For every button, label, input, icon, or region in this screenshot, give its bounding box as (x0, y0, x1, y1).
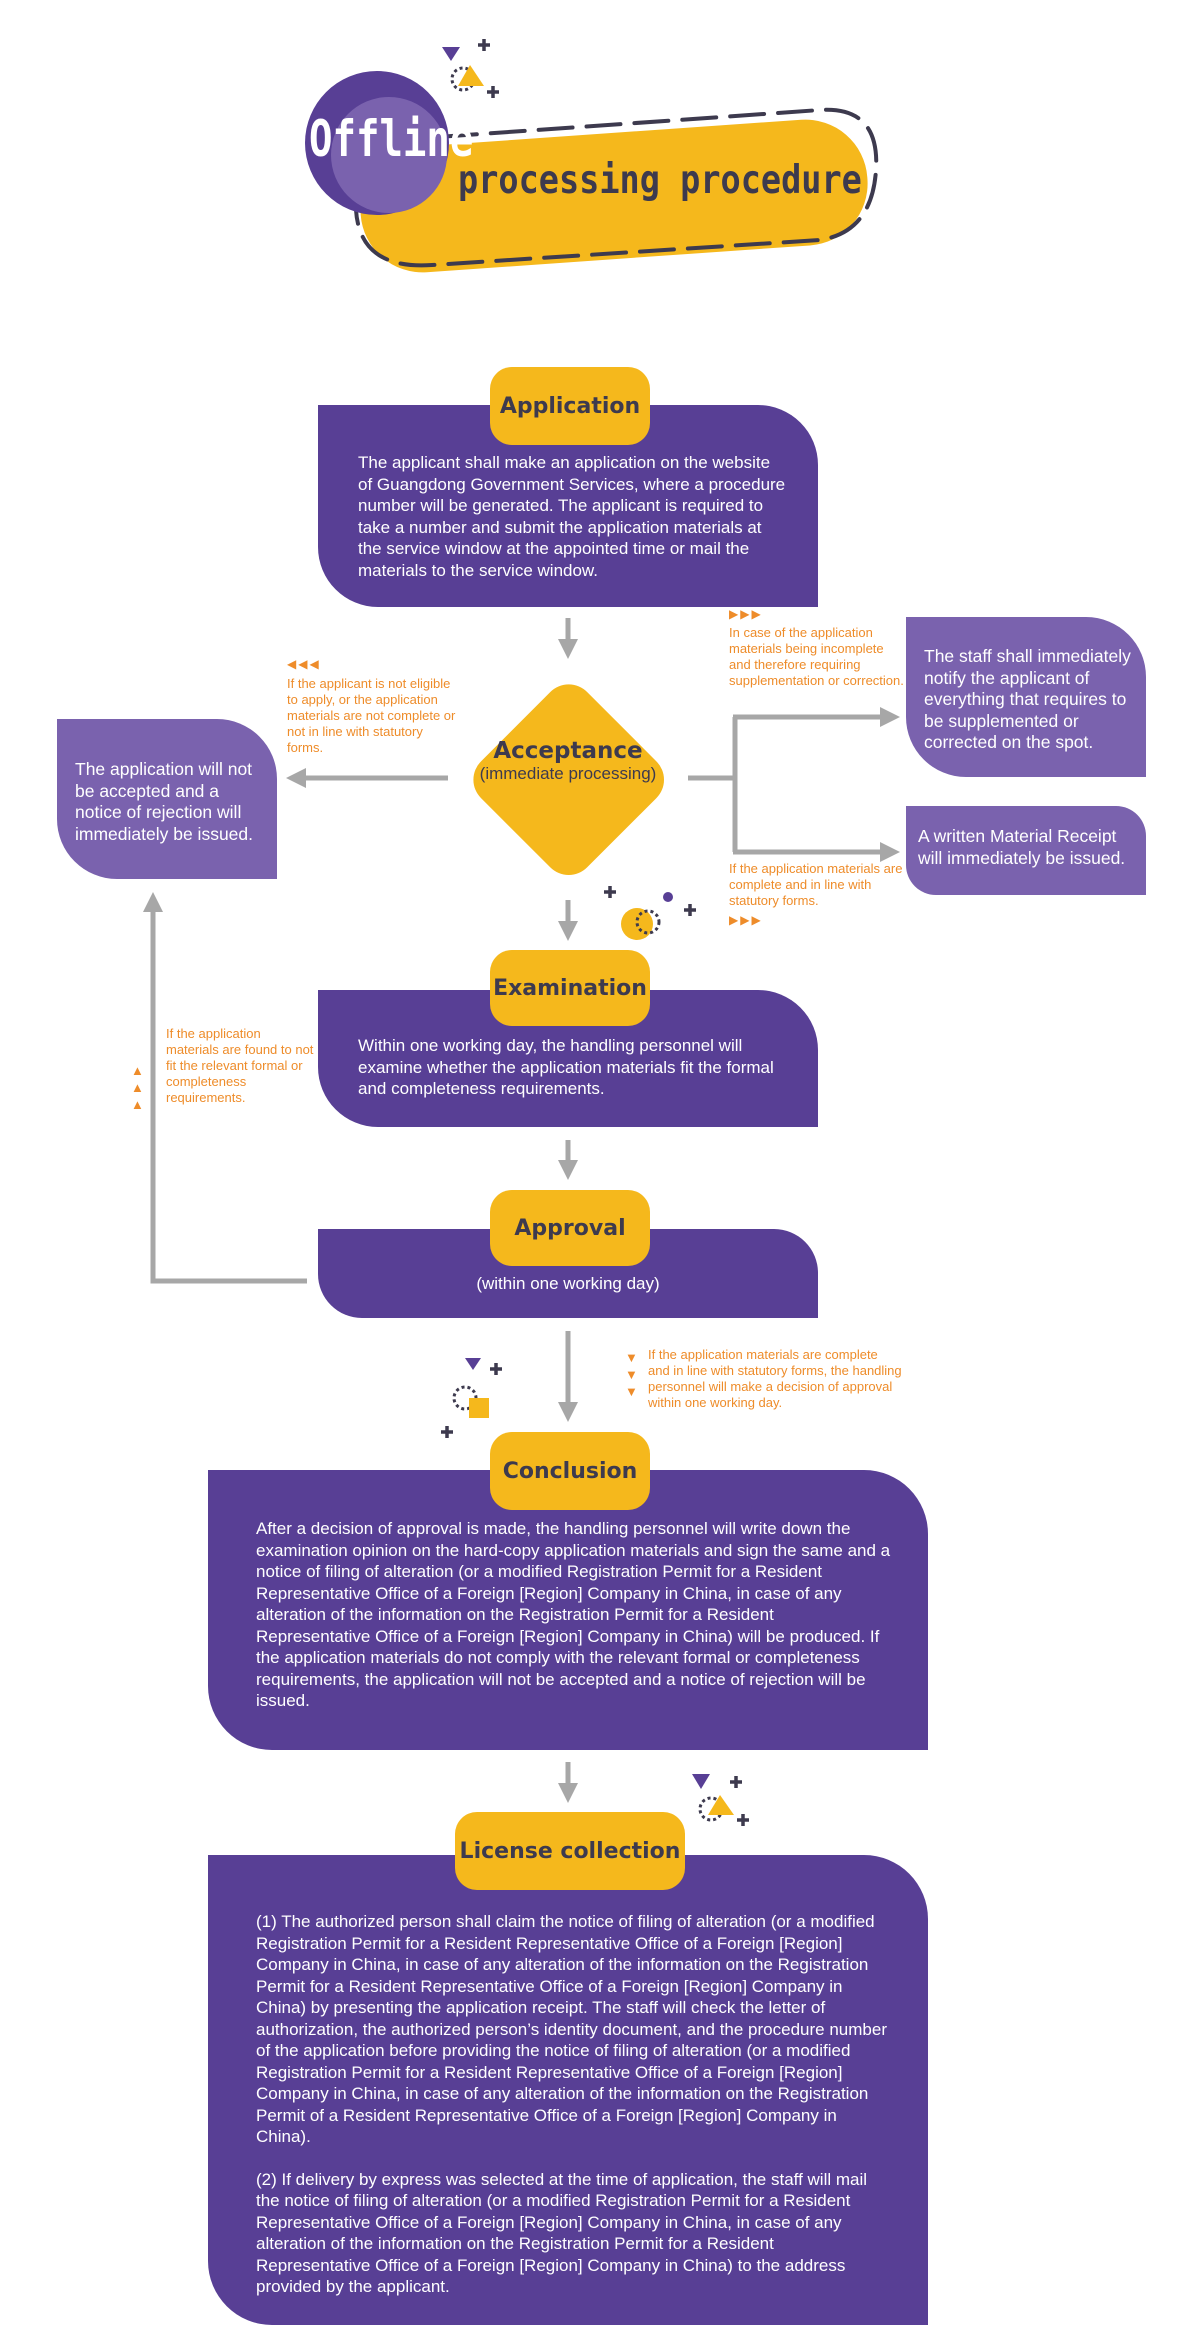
down-arrows-icon: ▼▼▼ (625, 1350, 638, 1399)
step-box-approval: (within one working day) (318, 1229, 818, 1318)
step-title-approval: Approval (490, 1190, 650, 1266)
triangle-icon (442, 47, 460, 61)
diamond-decoration-icons (604, 886, 696, 940)
note-complete: If the application materials are complet… (729, 861, 903, 908)
header-banner-graphic (305, 71, 879, 273)
note-not-eligible: If the applicant is not eligible to appl… (287, 676, 456, 755)
plus-icon (604, 886, 616, 898)
triangle-icon (465, 1358, 481, 1370)
note-incomplete: In case of the application materials bei… (729, 625, 904, 688)
right-arrows-icon: ▶▶▶ (729, 607, 763, 621)
side-text-supplement: The staff shall immediately notify the a… (924, 646, 1131, 752)
plus-icon (737, 1814, 749, 1826)
acceptance-label: Acceptance (immediate processing) (458, 738, 678, 784)
plus-icon (730, 1776, 742, 1788)
side-text-rejection: The application will not be accepted and… (75, 759, 253, 844)
plus-icon (490, 1363, 502, 1375)
header-banner-title: processing procedure (458, 158, 862, 203)
step-box-conclusion: After a decision of approval is made, th… (208, 1470, 928, 1750)
step-text-conclusion: After a decision of approval is made, th… (256, 1519, 891, 1710)
step-text-license-2: (2) If delivery by express was selected … (256, 2169, 868, 2297)
triangle-icon (692, 1774, 710, 1789)
left-arrows-icon: ◀◀◀ (287, 657, 321, 671)
step-text-license-1: (1) The authorized person shall claim th… (256, 1912, 887, 2146)
side-box-receipt: A written Material Receipt will immediat… (906, 806, 1146, 895)
step-text-application: The applicant shall make an application … (358, 453, 786, 580)
side-text-receipt: A written Material Receipt will immediat… (918, 826, 1126, 868)
step-title-conclusion: Conclusion (490, 1432, 650, 1510)
header-decoration-icons (442, 39, 499, 98)
plus-icon (487, 86, 499, 98)
step-title-application: Application (490, 367, 650, 445)
conclusion-decoration-icons (441, 1358, 502, 1438)
acceptance-diamond (473, 684, 665, 876)
step-box-license: (1) The authorized person shall claim th… (208, 1855, 928, 2325)
side-box-supplement: The staff shall immediately notify the a… (906, 617, 1146, 777)
plus-icon (441, 1426, 453, 1438)
plus-icon (478, 39, 490, 51)
flow-arrows (143, 618, 900, 1803)
triangle-icon (708, 1795, 734, 1815)
note-not-fit: If the application materials are found t… (166, 1026, 314, 1105)
step-title-license: License collection (455, 1812, 685, 1890)
step-text-examination: Within one working day, the handling per… (358, 1036, 774, 1098)
triangle-icon (458, 65, 484, 86)
step-subtitle-acceptance: (immediate processing) (479, 764, 657, 783)
note-approval-decision: If the application materials are complet… (648, 1347, 902, 1410)
header-circle-word: Offline (309, 110, 474, 168)
up-arrows-icon: ▲▲▲ (131, 1063, 144, 1112)
step-title-examination: Examination (490, 950, 650, 1026)
license-decoration-icons (692, 1774, 749, 1826)
side-box-rejection: The application will not be accepted and… (57, 719, 277, 879)
plus-icon (684, 904, 696, 916)
right-arrows-icon: ▶▶▶ (729, 913, 763, 927)
step-text-approval: (within one working day) (476, 1274, 660, 1293)
step-title-acceptance: Acceptance (493, 738, 643, 764)
